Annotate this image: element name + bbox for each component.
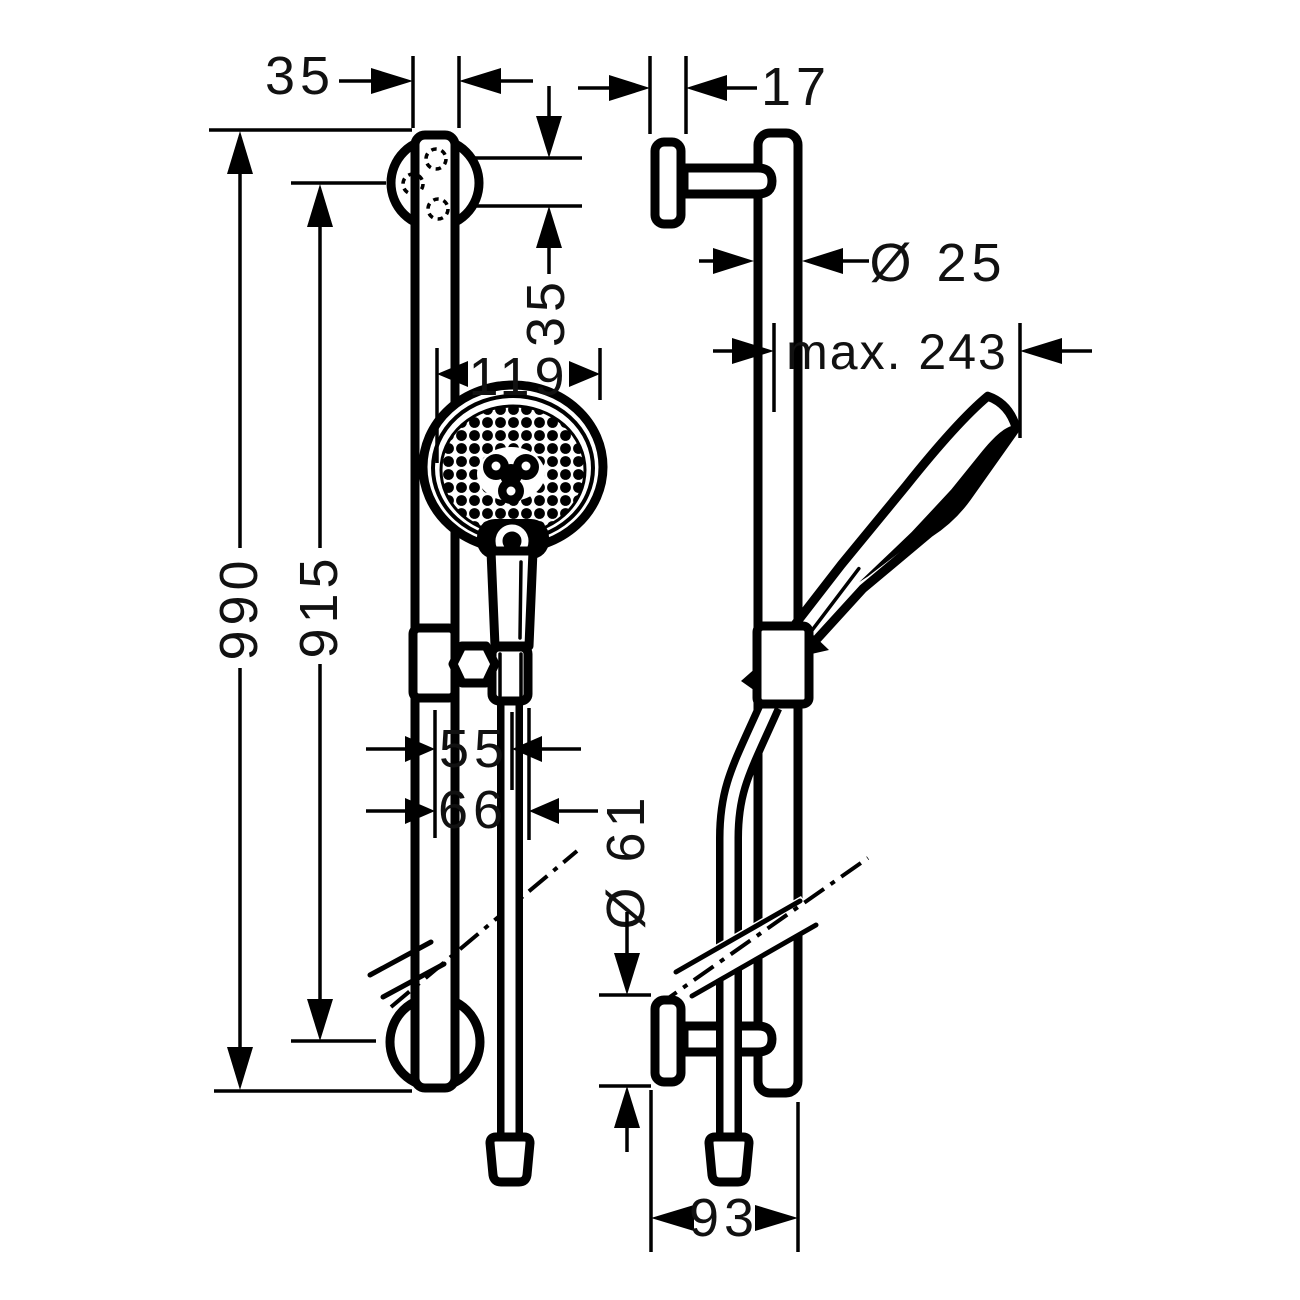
- side-bottom-plate: [650, 995, 686, 1087]
- dim-front-bar-width: 35: [265, 46, 533, 128]
- screw-hole-icon: [426, 197, 450, 221]
- side-wall-bar: [753, 128, 803, 1098]
- side-clamp-lever: [741, 666, 758, 693]
- dim-front-hole-spacing: 35: [470, 86, 582, 347]
- side-top-arm: [679, 163, 777, 199]
- dim-label: 119: [468, 347, 569, 407]
- side-shower-head: [790, 391, 1021, 648]
- side-shower-hose-inner: [723, 702, 776, 1140]
- dim-front-holder-offset: 55: [366, 710, 581, 838]
- dim-side-max-projection: max. 243: [713, 323, 1092, 438]
- dim-front-head-diameter: 119: [435, 347, 602, 463]
- dim-label: 55: [439, 719, 509, 779]
- side-head-outline: [790, 391, 1021, 648]
- dim-side-bracket-thickness: 17: [578, 56, 831, 134]
- centerline: [389, 849, 579, 1009]
- handle-grip: [486, 546, 538, 651]
- dimension-annotations: 35 35 119 990: [209, 46, 1092, 1252]
- dim-label: max. 243: [786, 324, 1008, 380]
- dim-front-handset-offset: 66: [366, 708, 598, 840]
- side-handle-joint: [806, 628, 829, 655]
- dim-front-bar-height: 990: [209, 128, 412, 1093]
- side-spray-face-edge: [859, 424, 1016, 583]
- handle-highlight: [518, 560, 523, 640]
- dim-label: Ø 25: [869, 233, 1006, 293]
- screw-hole-icon: [401, 172, 425, 196]
- dim-label: 17: [761, 57, 831, 117]
- side-hose-nut: [704, 1132, 754, 1187]
- dim-label: 66: [438, 780, 508, 840]
- break-mark: [689, 922, 819, 999]
- side-view: [650, 128, 1021, 1187]
- break-mark: [367, 939, 434, 978]
- dim-label: 93: [689, 1188, 759, 1248]
- side-slider-block: [752, 621, 814, 709]
- front-shower-head: [418, 380, 608, 651]
- dim-label: 35: [516, 277, 576, 347]
- dim-front-fixing-distance: 915: [289, 181, 386, 1043]
- screw-hole-icon: [424, 147, 448, 171]
- side-handle-highlight: [808, 566, 861, 635]
- dim-label: 915: [289, 553, 349, 658]
- centerline: [655, 856, 870, 1008]
- dim-side-bar-diameter: Ø 25: [699, 233, 1006, 293]
- logo-icon: [483, 454, 539, 504]
- clamp-knob: [448, 641, 500, 688]
- side-top-plate: [650, 137, 686, 229]
- dim-label: 35: [265, 46, 335, 106]
- dim-label: 990: [209, 555, 269, 660]
- dim-side-bottom-projection: 93: [649, 1090, 800, 1252]
- break-mark: [673, 898, 803, 975]
- front-view: [367, 130, 608, 1187]
- dim-label: Ø 61: [596, 792, 656, 929]
- hose-nut: [485, 1132, 535, 1187]
- dim-side-escutcheon-diameter: Ø 61: [596, 792, 656, 1152]
